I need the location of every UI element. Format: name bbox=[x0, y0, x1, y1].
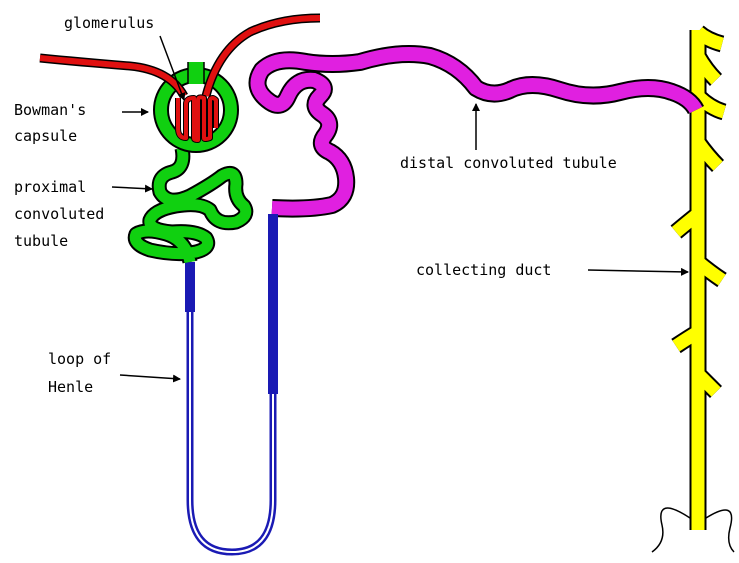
label-bowmans-capsule-line2: capsule bbox=[14, 127, 77, 145]
duct-bottom-curl-left bbox=[652, 508, 690, 552]
label-proximal-line3: tubule bbox=[14, 232, 68, 250]
arrow-loop-of-henle bbox=[120, 375, 180, 379]
label-bowmans-capsule-line1: Bowman's bbox=[14, 101, 86, 119]
ascending-limb-thick-segment bbox=[268, 214, 278, 394]
label-glomerulus: glomerulus bbox=[64, 14, 154, 32]
arrow-proximal bbox=[112, 187, 152, 189]
label-loop-line1: loop of bbox=[48, 350, 111, 368]
label-collecting-duct: collecting duct bbox=[416, 261, 551, 279]
label-loop-line2: Henle bbox=[48, 378, 93, 396]
label-distal: distal convoluted tubule bbox=[400, 154, 617, 172]
label-proximal-line1: proximal bbox=[14, 178, 86, 196]
arrow-collecting-duct bbox=[588, 270, 688, 272]
duct-bottom-curl-right bbox=[706, 510, 734, 552]
proximal-convoluted-tubule bbox=[135, 148, 246, 262]
descending-limb-thick-segment bbox=[185, 262, 195, 312]
loop-of-henle bbox=[185, 214, 278, 552]
label-proximal-line2: convoluted bbox=[14, 205, 104, 223]
